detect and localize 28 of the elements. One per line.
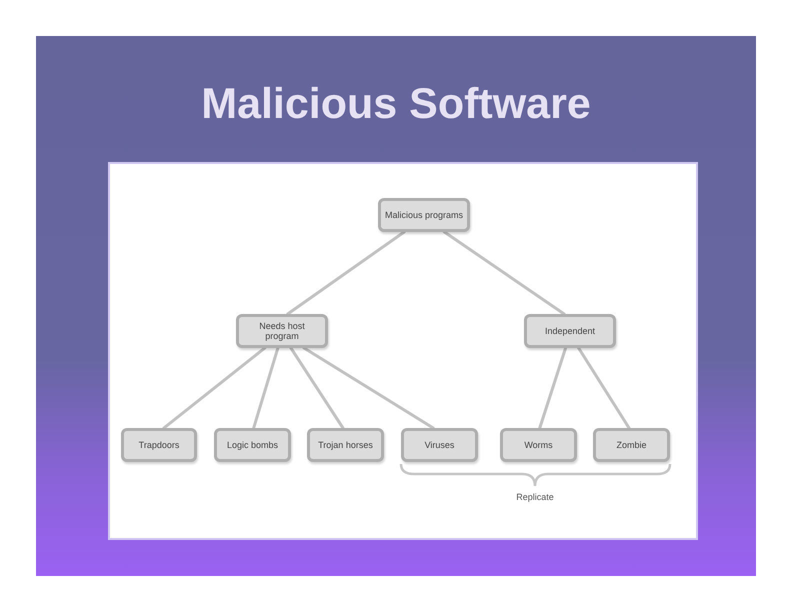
category-box xyxy=(500,428,577,462)
node-label: Viruses xyxy=(424,440,454,450)
connector-line xyxy=(162,346,266,430)
category-box xyxy=(214,428,291,462)
connector-line xyxy=(252,346,280,430)
node-label: Worms xyxy=(524,440,553,450)
connector-line xyxy=(442,230,566,316)
category-box xyxy=(307,428,384,462)
category-box xyxy=(524,314,616,348)
node-label: Logic bombs xyxy=(226,440,278,450)
category-box xyxy=(121,428,197,462)
category-box xyxy=(593,428,670,462)
category-box xyxy=(378,198,470,232)
slide-title: Malicious Software xyxy=(200,79,592,130)
node-label: Needs host program xyxy=(258,321,306,341)
node-label: Independent xyxy=(544,326,596,336)
connector-line xyxy=(286,230,406,316)
connector-line xyxy=(289,346,344,430)
node-label: Zombie xyxy=(616,440,646,450)
connector-line xyxy=(577,346,631,430)
brace-label: Replicate xyxy=(516,492,554,503)
node-label: Trapdoors xyxy=(138,440,180,450)
category-box xyxy=(401,428,478,462)
node-label: Trojan horses xyxy=(318,440,373,450)
connector-line xyxy=(302,346,435,430)
connector-line xyxy=(538,346,568,430)
category-box xyxy=(236,314,328,348)
node-label: Malicious programs xyxy=(384,210,464,220)
